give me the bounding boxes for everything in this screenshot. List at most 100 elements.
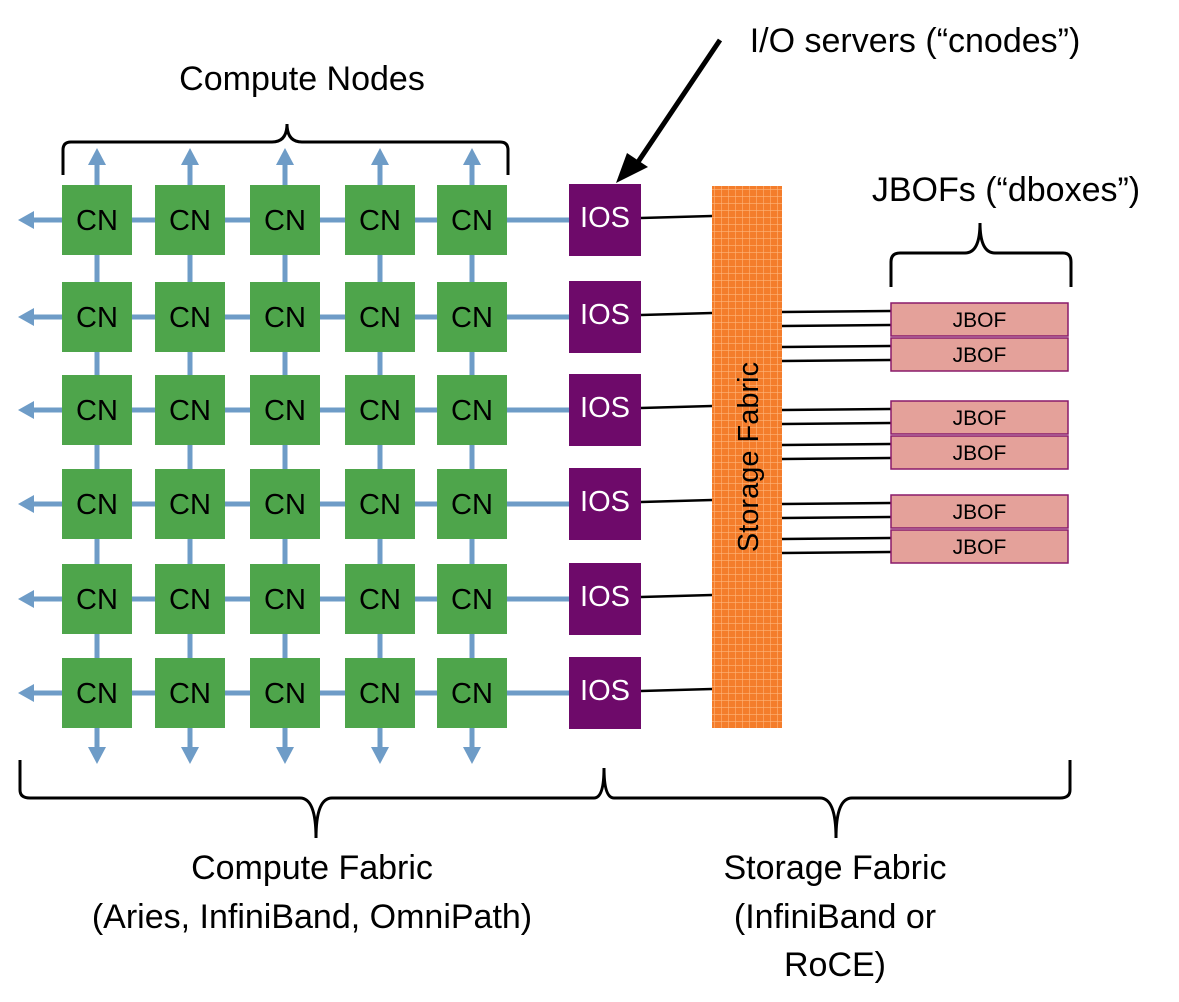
jbof-box bbox=[890, 494, 1069, 529]
down-arrow-icon bbox=[371, 747, 389, 764]
compute-node-grid: CN CN CN CN CN CN CN CN CN CN CN CN CN CN CN CN CN CN CN CN… bbox=[62, 185, 507, 728]
compute-node-label: CN bbox=[264, 205, 306, 237]
fabric-to-jbof-line bbox=[781, 442, 892, 447]
compute-node-label: CN bbox=[451, 584, 493, 616]
io-server-label: IOS bbox=[580, 202, 630, 234]
compute-node bbox=[155, 282, 225, 352]
compute-node-label: CN bbox=[76, 489, 118, 521]
up-arrow-icon bbox=[371, 148, 389, 165]
compute-node-label: CN bbox=[451, 302, 493, 334]
io-server bbox=[569, 281, 641, 353]
left-arrow-icon bbox=[18, 590, 34, 608]
jbof-box bbox=[890, 302, 1069, 337]
compute-fabric-brace bbox=[18, 760, 606, 839]
fabric-to-jbof-line bbox=[781, 515, 892, 520]
up-arrow-icon bbox=[88, 148, 106, 165]
compute-nodes-label: Compute Nodes bbox=[179, 60, 425, 98]
compute-node-label: CN bbox=[451, 678, 493, 710]
fabric-to-jbof-line bbox=[781, 421, 892, 426]
jbofs-label: JBOFs (“dboxes”) bbox=[872, 171, 1140, 209]
compute-node bbox=[62, 185, 132, 255]
io-server-label: IOS bbox=[580, 581, 630, 613]
compute-node-label: CN bbox=[359, 678, 401, 710]
compute-node bbox=[345, 469, 415, 539]
compute-node bbox=[345, 185, 415, 255]
up-arrow-icon bbox=[463, 148, 481, 165]
compute-node-label: CN bbox=[169, 678, 211, 710]
jbof-label: JBOF bbox=[953, 344, 1007, 367]
compute-node bbox=[62, 469, 132, 539]
compute-node bbox=[437, 564, 507, 634]
jbof-label: JBOF bbox=[953, 536, 1007, 559]
jbofs-brace bbox=[889, 222, 1073, 287]
jbof-label: JBOF bbox=[953, 407, 1007, 430]
io-servers-pointer-arrow bbox=[633, 38, 723, 167]
compute-node-label: CN bbox=[169, 205, 211, 237]
ios-to-fabric-line bbox=[640, 311, 713, 317]
fabric-to-jbof-line bbox=[781, 344, 892, 349]
compute-node-label: CN bbox=[451, 205, 493, 237]
compute-node bbox=[250, 658, 320, 728]
compute-fabric-types-label: (Aries, InfiniBand, OmniPath) bbox=[92, 898, 532, 936]
jbof-label: JBOF bbox=[953, 501, 1007, 524]
compute-node-label: CN bbox=[451, 395, 493, 427]
left-arrow-icon bbox=[18, 684, 34, 702]
compute-node-label: CN bbox=[359, 205, 401, 237]
compute-node bbox=[250, 469, 320, 539]
fabric-to-jbof-line bbox=[781, 536, 892, 541]
fabric-to-jbof-line bbox=[781, 407, 892, 412]
compute-node bbox=[62, 658, 132, 728]
io-server-label: IOS bbox=[580, 675, 630, 707]
down-arrow-icon bbox=[276, 747, 294, 764]
compute-node-label: CN bbox=[359, 584, 401, 616]
fabric-to-jbof-line bbox=[781, 550, 892, 555]
compute-nodes-brace bbox=[61, 123, 510, 175]
up-arrow-icon bbox=[181, 148, 199, 165]
compute-node-label: CN bbox=[359, 395, 401, 427]
storage-fabric-types-label-2: RoCE) bbox=[784, 946, 886, 984]
io-server bbox=[569, 184, 641, 256]
jbof-box bbox=[890, 400, 1069, 435]
io-server bbox=[569, 657, 641, 729]
compute-node-label: CN bbox=[76, 302, 118, 334]
compute-node bbox=[437, 185, 507, 255]
left-arrow-icon bbox=[18, 401, 34, 419]
compute-node bbox=[155, 469, 225, 539]
compute-node bbox=[437, 658, 507, 728]
compute-node-label: CN bbox=[169, 395, 211, 427]
fabric-to-jbof-line bbox=[781, 358, 892, 363]
compute-node-label: CN bbox=[169, 584, 211, 616]
io-server bbox=[569, 374, 641, 446]
compute-node-label: CN bbox=[359, 489, 401, 521]
compute-node-label: CN bbox=[76, 678, 118, 710]
compute-fabric-label: Compute Fabric bbox=[191, 849, 433, 887]
compute-node bbox=[155, 658, 225, 728]
left-arrow-icon bbox=[18, 495, 34, 513]
storage-fabric-bar: Storage Fabric bbox=[712, 186, 782, 728]
left-arrow-icon bbox=[18, 308, 34, 326]
compute-node bbox=[250, 282, 320, 352]
storage-fabric-brace bbox=[602, 760, 1072, 839]
compute-node bbox=[155, 185, 225, 255]
compute-node-label: CN bbox=[264, 678, 306, 710]
annotation-braces bbox=[18, 38, 1073, 839]
compute-node bbox=[155, 375, 225, 445]
compute-node-label: CN bbox=[76, 395, 118, 427]
compute-node bbox=[62, 564, 132, 634]
fabric-to-jbof-line bbox=[781, 309, 892, 314]
compute-node bbox=[437, 469, 507, 539]
down-arrow-icon bbox=[88, 747, 106, 764]
compute-node-label: CN bbox=[76, 205, 118, 237]
down-arrow-icon bbox=[181, 747, 199, 764]
compute-node-label: CN bbox=[359, 302, 401, 334]
compute-node bbox=[155, 564, 225, 634]
jbof-box bbox=[890, 529, 1069, 564]
ios-to-fabric-line bbox=[640, 687, 713, 693]
compute-node-label: CN bbox=[76, 584, 118, 616]
storage-fabric-types-label-1: (InfiniBand or bbox=[734, 898, 936, 936]
compute-node bbox=[345, 282, 415, 352]
ios-to-fabric-line bbox=[640, 214, 713, 220]
io-servers-label: I/O servers (“cnodes”) bbox=[750, 22, 1081, 60]
